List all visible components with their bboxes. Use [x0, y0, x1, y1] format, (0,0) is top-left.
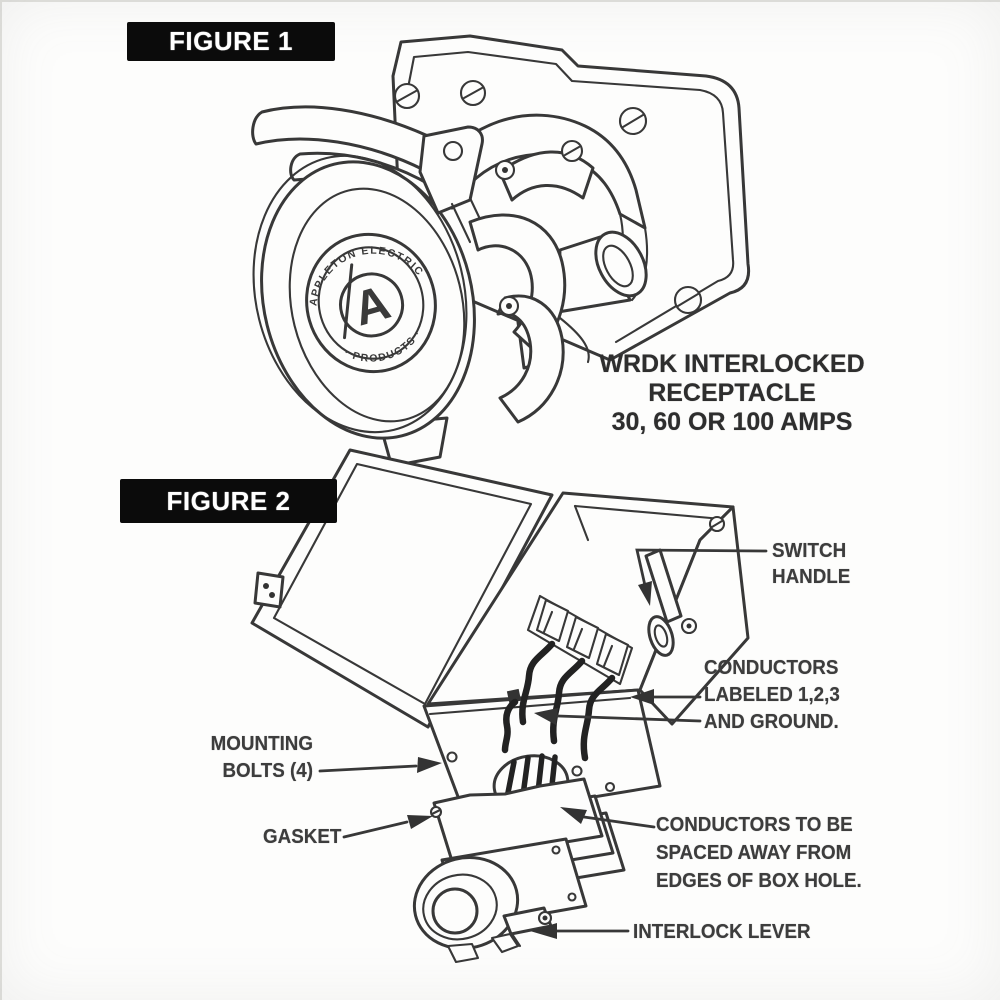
fig1-clamp-claw: [468, 159, 567, 424]
fig1-cover: [252, 154, 476, 440]
figure1-label: FIGURE 1: [169, 26, 293, 56]
callout-switch-handle: SWITCH HANDLE: [772, 538, 850, 590]
callout-line: HANDLE: [772, 566, 851, 588]
leader-switch-handle: [635, 548, 768, 606]
leader-interlock-lever: [530, 923, 630, 939]
caption-line-1: WRDK INTERLOCKED: [599, 350, 865, 378]
fig2-right-wall: [638, 505, 750, 726]
callout-line: INTERLOCK LEVER: [633, 921, 811, 943]
callout-conductors-spacing: CONDUCTORS TO BE SPACED AWAY FROM EDGES …: [656, 811, 862, 895]
figure1-label-chip: FIGURE 1: [127, 22, 335, 61]
fig1-conduit-hub: [516, 230, 648, 370]
leader-and-ground: [534, 708, 702, 725]
figure1-caption: WRDK INTERLOCKED RECEPTACLE 30, 60 OR 10…: [557, 350, 907, 437]
caption-line-3: 30, 60 OR 100 AMPS: [611, 408, 853, 436]
fig1-back-plate: [391, 34, 751, 362]
leader-mounting-bolts: [318, 757, 442, 773]
fig2-receptacle: [412, 837, 588, 964]
fig2-interlock-lever-part: [502, 906, 553, 948]
figure2-label: FIGURE 2: [166, 485, 291, 516]
callout-line: MOUNTING: [210, 733, 313, 755]
fig2-switch-block: [526, 594, 634, 686]
fig2-callout-leaders: [318, 548, 768, 939]
fig2-ground-wire: [501, 688, 522, 754]
callout-line: EDGES OF BOX HOLE.: [656, 870, 862, 892]
callout-gasket: GASKET: [263, 824, 341, 851]
callout-line: SWITCH: [772, 540, 847, 562]
callout-line: CONDUCTORS TO BE: [656, 814, 853, 836]
leader-conductors-labeled: [630, 689, 702, 705]
callout-line: AND GROUND.: [704, 711, 839, 733]
callout-line: GASKET: [263, 826, 342, 848]
callout-line: LABELED 1,2,3: [704, 684, 840, 706]
fig1-back-plate-inner: [406, 50, 735, 344]
fig2-switch-handle-lever: [644, 548, 683, 624]
callout-mounting-bolts: MOUNTING BOLTS (4): [190, 731, 313, 785]
callout-line: SPACED AWAY FROM: [656, 842, 852, 864]
fig2-lid-latch-tab: [253, 571, 285, 609]
callout-interlock-lever: INTERLOCK LEVER: [633, 919, 811, 946]
figure2-label-chip: FIGURE 2: [120, 479, 337, 523]
callout-line: BOLTS (4): [222, 760, 313, 782]
leader-gasket: [342, 815, 433, 839]
fig2-conductor-wires: [501, 640, 616, 762]
callout-line: CONDUCTORS: [704, 657, 839, 679]
fig1-body-arch: [428, 113, 649, 302]
callout-conductors-labeled: CONDUCTORS LABELED 1,2,3 AND GROUND.: [704, 655, 840, 736]
figure1-drawing: APPLETON ELECTRIC · PRODUCTS · A: [251, 34, 751, 467]
leader-conductors-spacing: [560, 807, 656, 829]
caption-line-2: RECEPTACLE: [648, 379, 816, 407]
fig1-pivot-bracket: [418, 125, 490, 244]
